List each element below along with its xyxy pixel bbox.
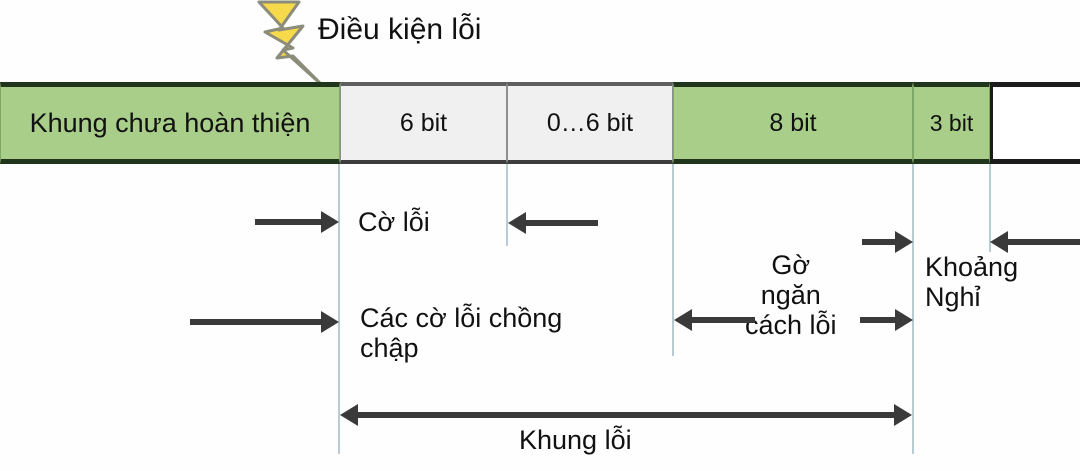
arrow-delimiter-right-head: [895, 309, 913, 331]
segment-trailing-blank: [990, 82, 1080, 164]
arrow-error-flag-left-head: [321, 211, 339, 233]
arrow-intermission-right-head: [990, 231, 1008, 253]
segment-superposed-flags: 0…6 bit: [507, 82, 673, 164]
arrow-error-frame-span-line: [356, 412, 896, 418]
frame-bar: Khung chưa hoàn thiện 6 bit 0…6 bit 8 bi…: [0, 82, 1080, 164]
guide-line-intermission-end: [989, 164, 991, 252]
segment-incomplete-frame: Khung chưa hoàn thiện: [0, 82, 340, 164]
arrow-intermission-left-line: [862, 239, 897, 245]
arrow-delimiter-left-line: [692, 317, 755, 323]
guide-line-flag-end: [506, 164, 508, 246]
arrow-error-frame-span-head-right: [894, 404, 912, 426]
annotation-error-flag: Cờ lỗi: [358, 207, 430, 237]
lightning-bolt-icon: [257, 0, 325, 88]
arrow-intermission-left-head: [895, 231, 913, 253]
arrow-delimiter-left-head: [674, 309, 692, 331]
arrow-intermission-right-line: [1008, 239, 1080, 245]
arrow-superposed-flags-head: [321, 311, 339, 333]
segment-error-delimiter-8bit: 8 bit: [673, 82, 913, 164]
segment-intermission-3bit: 3 bit: [913, 82, 990, 164]
guide-line-delimiter-start: [672, 164, 674, 356]
guide-line-delimiter-end: [912, 164, 914, 454]
arrow-superposed-flags-line: [190, 319, 325, 325]
annotation-intermission: Khoảng Nghỉ: [925, 252, 1019, 313]
arrow-error-flag-right-line: [526, 220, 598, 226]
guide-line-flag-start: [338, 164, 340, 454]
arrow-delimiter-right-line: [860, 317, 897, 323]
arrow-error-frame-span-head-left: [340, 404, 358, 426]
fault-condition-label: Điều kiện lỗi: [318, 13, 482, 46]
annotation-superposed-error-flags: Các cờ lỗi chồng chập: [360, 303, 563, 364]
arrow-error-flag-right-head: [508, 212, 526, 234]
segment-error-flag-6bit: 6 bit: [340, 82, 507, 164]
annotation-error-frame-span: Khung lỗi: [519, 425, 632, 455]
arrow-error-flag-left-line: [255, 219, 325, 225]
annotation-error-delimiter: Gờ ngăn cách lỗi: [745, 250, 837, 341]
